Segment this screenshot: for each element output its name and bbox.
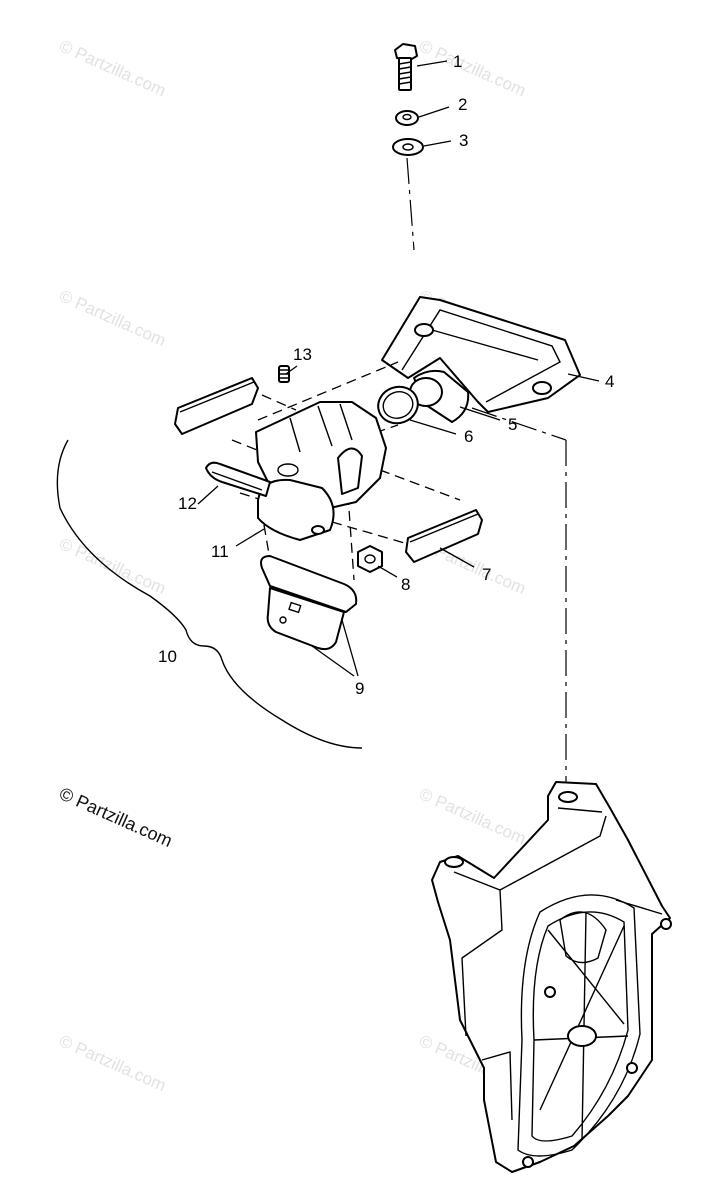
piston-seal — [377, 385, 419, 425]
watermark: © Partzilla.com — [56, 286, 168, 350]
watermark: © Partzilla.com — [416, 36, 528, 100]
caliper-bracket — [381, 296, 581, 413]
bleeder-screw — [278, 365, 290, 383]
callout-10: 10 — [158, 647, 177, 666]
group-bracket — [56, 439, 363, 749]
callout-6: 6 — [464, 427, 473, 446]
callout-13: 13 — [293, 345, 312, 364]
assembly-line — [257, 361, 399, 421]
callout-2: 2 — [458, 95, 467, 114]
callout-12: 12 — [178, 494, 197, 513]
watermark: © Partzilla.com — [56, 534, 168, 598]
hex-nut — [357, 545, 383, 573]
watermark: © Partzilla.com — [56, 1031, 168, 1095]
callout-7: 7 — [482, 565, 491, 584]
brake-pad-lower — [266, 587, 345, 651]
callout-4: 4 — [605, 372, 614, 391]
callout-labels: 1 2 3 4 5 6 7 8 9 10 11 12 13 — [158, 52, 614, 698]
assembly-line — [347, 494, 355, 581]
copyright-text: © Partzilla.com — [56, 783, 175, 851]
callout-1: 1 — [453, 52, 462, 71]
watermark: © Partzilla.com — [416, 784, 528, 848]
caliper-body — [255, 401, 387, 541]
assembly-line — [331, 521, 409, 545]
watermark: © Partzilla.com — [56, 36, 168, 100]
assembly-line — [231, 439, 263, 453]
centerline-mount — [471, 407, 567, 441]
callout-11: 11 — [211, 542, 229, 561]
lock-washer — [395, 110, 419, 126]
brake-pad-upper — [260, 555, 358, 613]
leader-lines — [197, 60, 600, 677]
shim-lower — [405, 509, 483, 563]
flat-washer — [392, 138, 424, 156]
fitting-tube — [205, 461, 271, 497]
assembly-line — [263, 524, 271, 561]
callout-3: 3 — [459, 131, 468, 150]
callout-9: 9 — [355, 679, 364, 698]
callout-8: 8 — [401, 575, 410, 594]
assembly-line — [379, 469, 461, 501]
centerline-bolt — [406, 157, 415, 251]
assembly-line — [261, 394, 297, 411]
callout-5: 5 — [508, 415, 517, 434]
shim-upper — [174, 377, 259, 435]
spindle-housing — [431, 781, 672, 1173]
bolt — [394, 43, 418, 91]
